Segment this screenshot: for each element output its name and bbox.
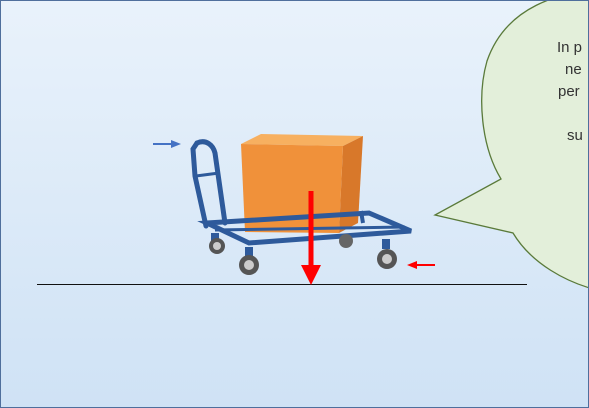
bubble-text-line-3: per <box>558 81 589 103</box>
bubble-text-line-1: In p <box>557 37 589 59</box>
bubble-text-line-4: su <box>567 125 589 147</box>
bubble-text-line-2: ne <box>565 59 589 81</box>
